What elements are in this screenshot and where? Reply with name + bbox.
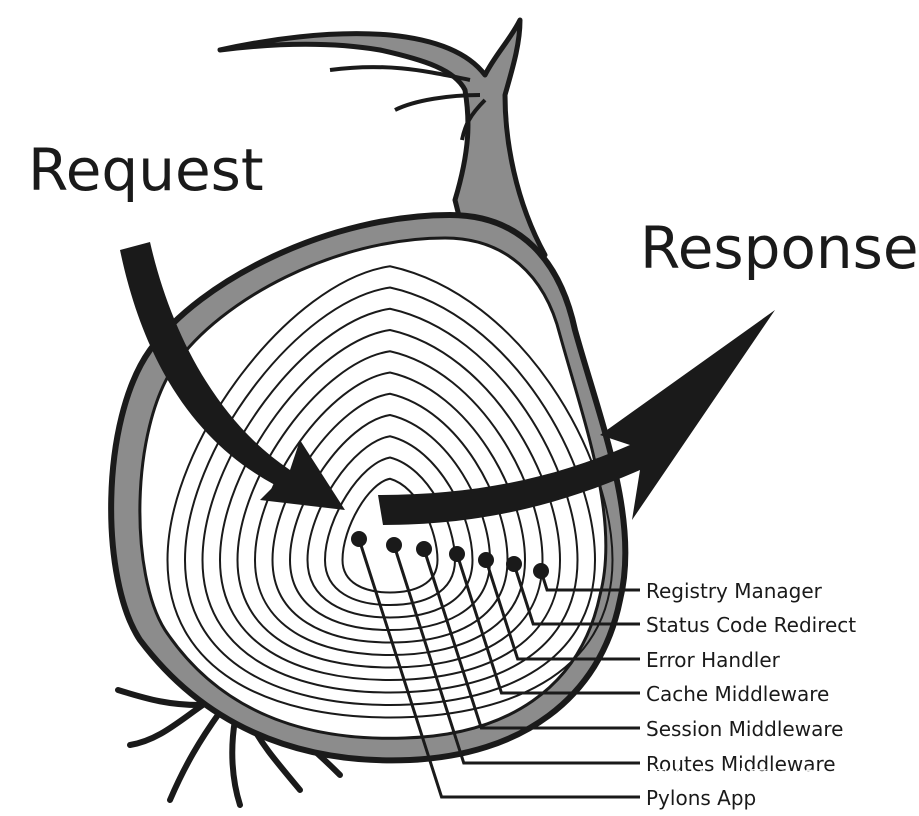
- leader-line: [422, 548, 640, 730]
- leader-dot: [351, 531, 367, 547]
- layer-label-cache-middleware: Cache Middleware: [646, 682, 829, 706]
- leader-line: [512, 563, 640, 626]
- layer-label-registry-manager: Registry Manager: [646, 579, 823, 603]
- layer-label-pylons-app: Pylons App: [646, 786, 756, 810]
- leader-dot: [449, 546, 465, 562]
- leader-dot: [416, 541, 432, 557]
- watermark: 掘金技术社区 @ 兔一: [648, 766, 841, 790]
- leader-dot: [506, 556, 522, 572]
- layer-label-status-code-redirect: Status Code Redirect: [646, 613, 856, 637]
- response-label: Response: [640, 214, 919, 282]
- response-arrow: [378, 310, 775, 525]
- layer-label-routes-middleware: Routes Middleware: [646, 752, 836, 776]
- request-label: Request: [28, 136, 264, 204]
- layer-labels: Registry Manager Status Code Redirect Er…: [646, 579, 856, 810]
- onion-ring: [341, 477, 439, 594]
- layer-label-session-middleware: Session Middleware: [646, 717, 843, 741]
- request-arrow: [120, 242, 345, 510]
- leader-line: [357, 538, 640, 799]
- leader-line: [484, 559, 640, 661]
- leader-line: [455, 553, 640, 695]
- leader-line: [392, 544, 640, 765]
- layer-label-error-handler: Error Handler: [646, 648, 781, 672]
- leader-dot: [533, 563, 549, 579]
- layer-leaders: [351, 531, 640, 799]
- onion-stem: [217, 17, 548, 263]
- leader-dot: [386, 537, 402, 553]
- leader-dot: [478, 552, 494, 568]
